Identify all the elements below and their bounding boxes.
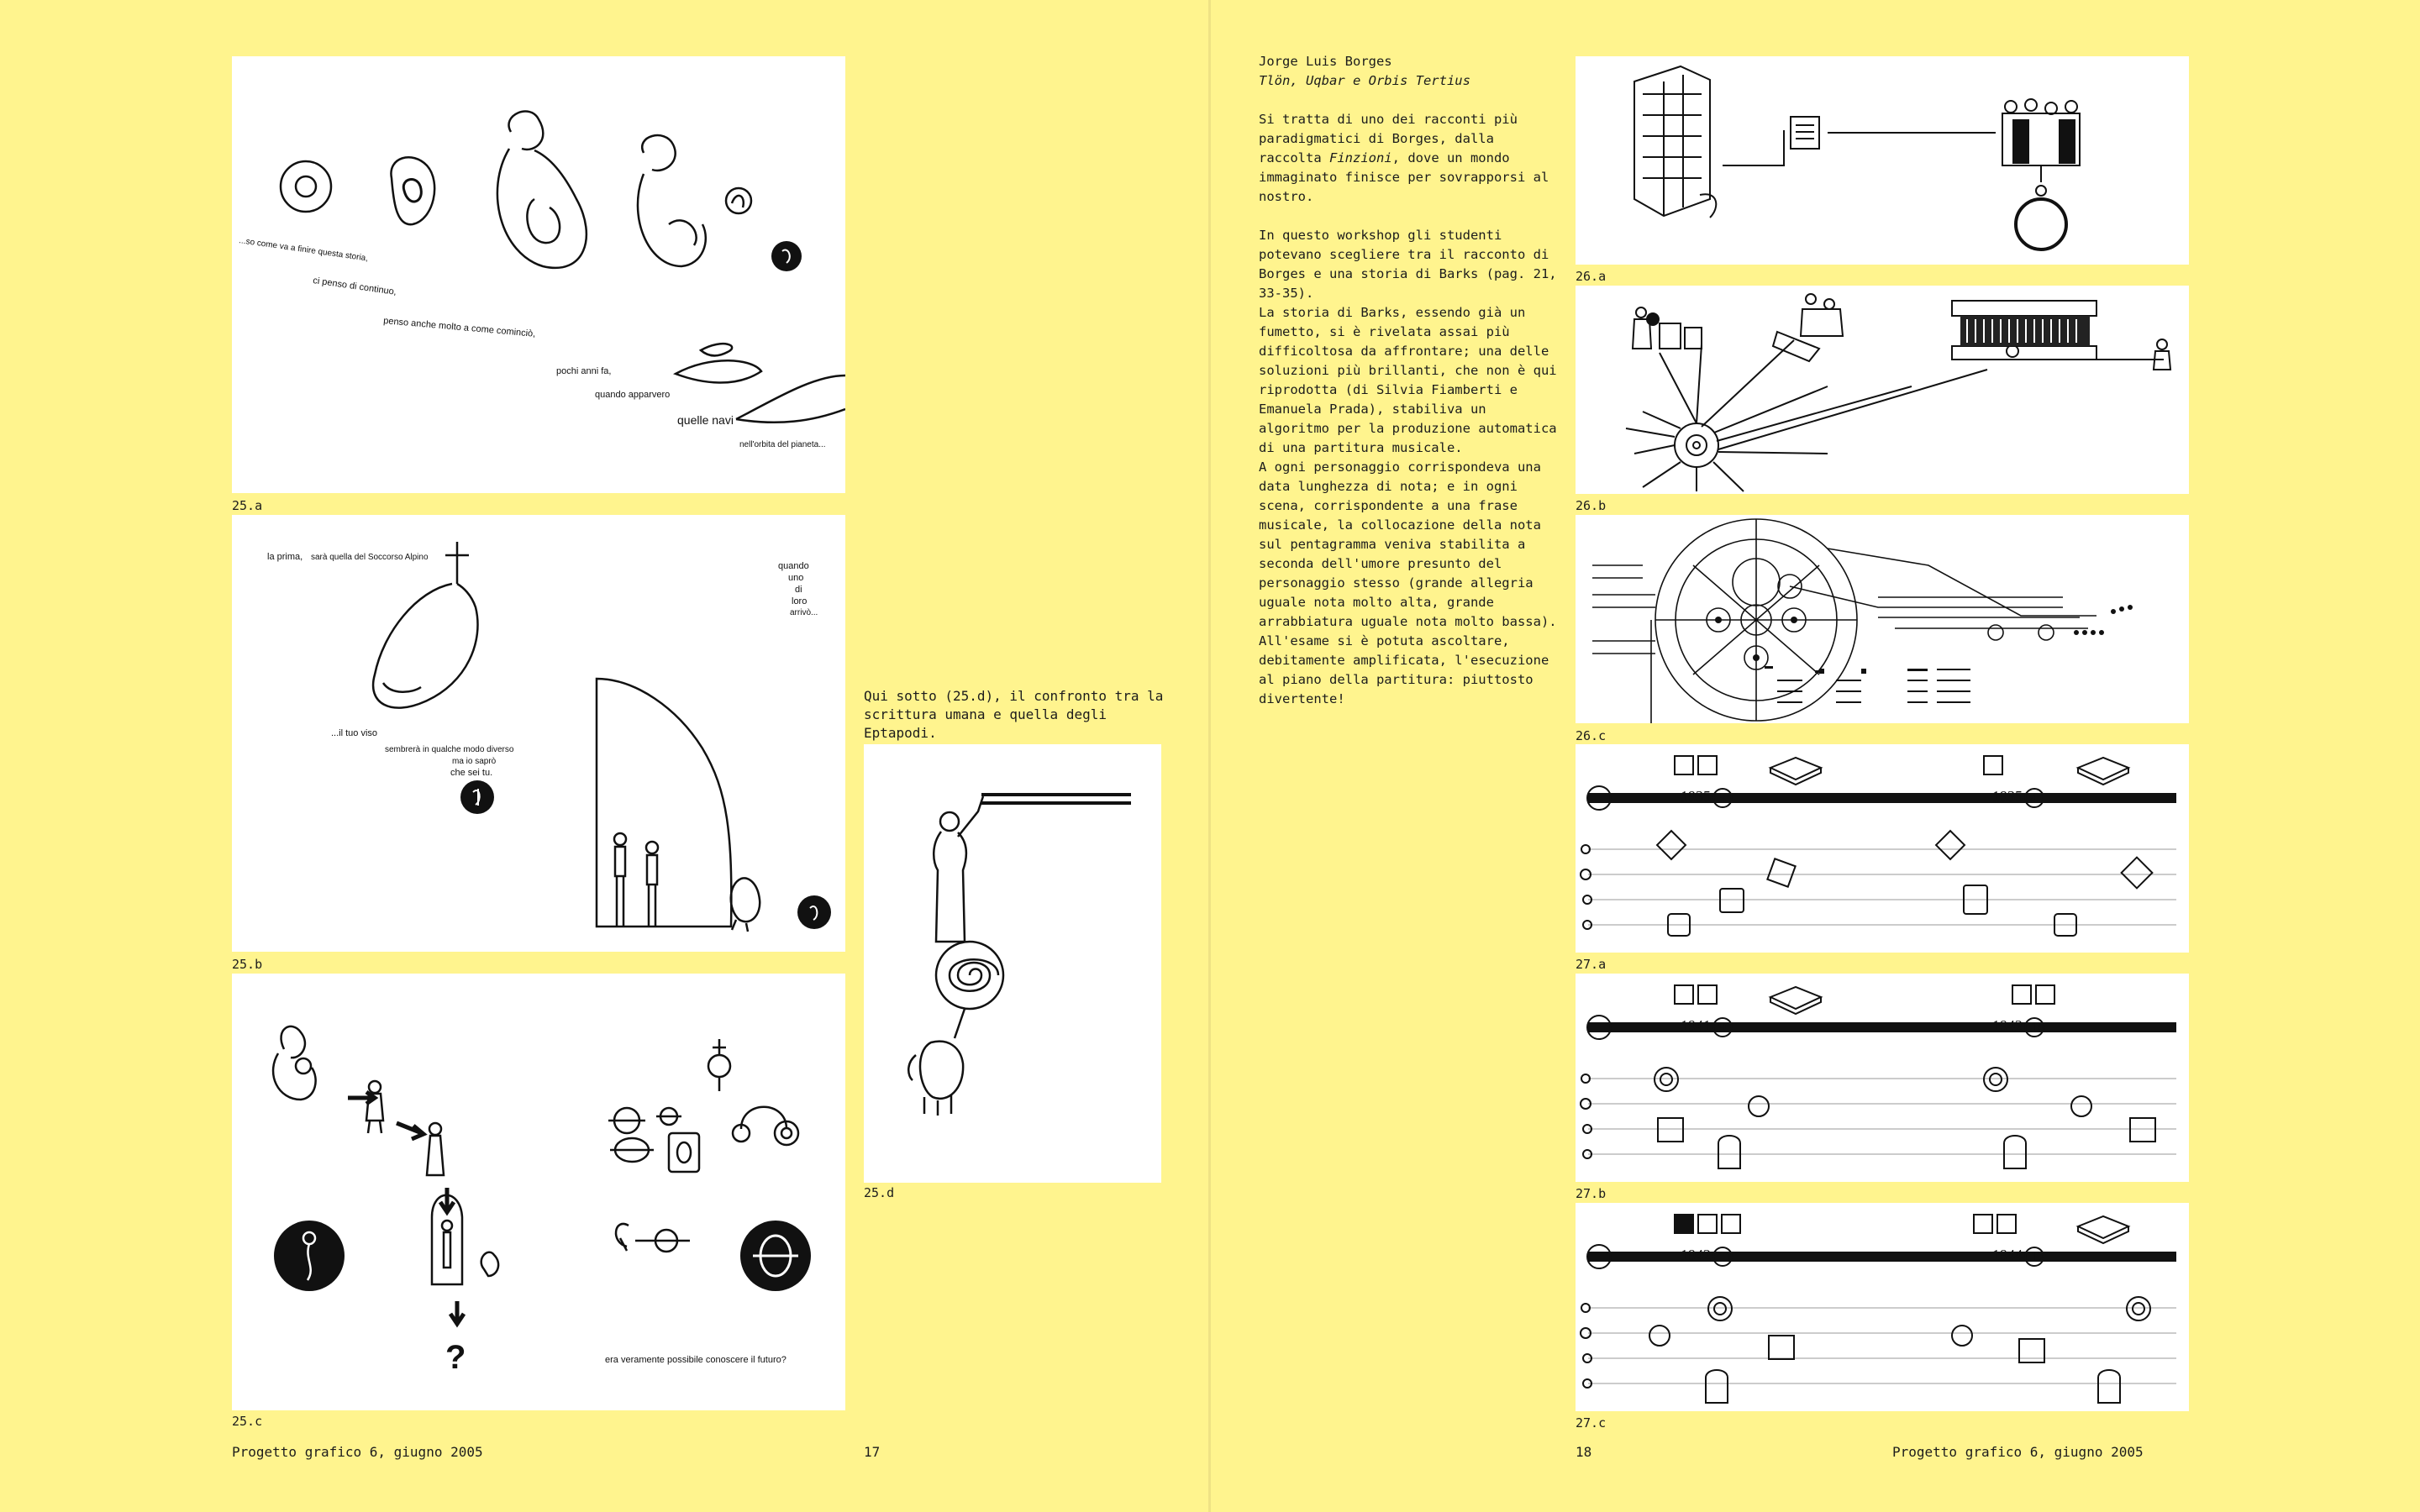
year-27c-2: 1944 (1992, 1247, 2023, 1263)
figure-25b-drawing: la prima, sarà quella del Soccorso Alpin… (267, 542, 831, 932)
text-25b-q4: loro (792, 596, 807, 606)
caption-27b: 27.b (1576, 1186, 1607, 1201)
text-25b-q1: quando (778, 561, 809, 571)
article-author: Jorge Luis Borges (1259, 54, 1392, 69)
text-25a-7: nell'orbita del pianeta... (739, 440, 826, 449)
figure-26b (1576, 286, 2189, 494)
footer-right-page: 18 (1576, 1444, 1592, 1460)
figure-25a-drawing: ...so come va a finire questa storia, ci… (239, 110, 845, 449)
text-25c-question: ? (445, 1339, 466, 1376)
caption-25a: 25.a (232, 498, 263, 513)
figure-27b: 1941 9 1942 10 (1576, 974, 2189, 1182)
figure-26a-drawing (1634, 65, 2081, 251)
year-27a-2: 1935 (1992, 788, 2023, 805)
footer-left-page: 17 (864, 1444, 881, 1460)
number-27a-1: 3 (1718, 790, 1726, 806)
text-25b-diverso: sembrerà in qualche modo diverso (385, 745, 514, 754)
text-25a-3: penso anche molto a come cominciò, (383, 316, 536, 339)
number-27c-1: 11 (1718, 1248, 1733, 1265)
text-25b-chesei: che sei tu. (450, 768, 492, 778)
figure-26c (1576, 515, 2189, 723)
figure-26c-drawing (1592, 518, 2133, 723)
figure-27a: 1935 3 1935 4 (1576, 744, 2189, 953)
text-25b-viso: ...il tuo viso (331, 728, 377, 738)
caption-25b: 25.b (232, 957, 263, 972)
page-gutter (1208, 0, 1211, 1512)
figure-25d-drawing (908, 793, 1131, 1116)
text-25a-1: ...so come va a finire questa storia, (239, 236, 369, 263)
article-paragraph-1: Si tratta di uno dei racconti più paradi… (1259, 112, 1549, 204)
caption-25c: 25.c (232, 1414, 263, 1429)
footer-right-title: Progetto grafico 6, giugno 2005 (1892, 1444, 2144, 1460)
year-27a-1: 1935 (1681, 788, 1711, 805)
text-25b-sapro: ma io saprò (452, 757, 497, 766)
article-body: In questo workshop gli studenti potevano… (1259, 226, 1561, 709)
article-heading: Jorge Luis Borges Tlön, Uqbar e Orbis Te… (1259, 52, 1561, 91)
article-borges: Jorge Luis Borges Tlön, Uqbar e Orbis Te… (1259, 52, 1561, 709)
number-27a-2: 4 (2030, 790, 2038, 806)
year-27c-1: 1942 (1681, 1247, 1711, 1263)
text-25b-q5: arrivò... (790, 608, 818, 617)
timeline-27a-labels: 1935 3 1935 4 (1681, 788, 2038, 806)
figure-27c-drawing: 1942 11 1944 12 (1580, 1214, 2176, 1404)
figure-27b-drawing: 1941 9 1942 10 (1580, 984, 2176, 1169)
article-paragraph-3: La storia di Barks, essendo già un fumet… (1259, 305, 1557, 455)
figure-26a (1576, 56, 2189, 265)
text-25b-prima-b: sarà quella del Soccorso Alpino (311, 553, 429, 562)
figure-26b-drawing (1625, 293, 2172, 492)
text-25c-futuro: era veramente possibile conoscere il fut… (605, 1355, 786, 1365)
text-25a-6: quelle navi (677, 413, 734, 427)
figure-25d (864, 744, 1161, 1183)
figure-25a: ...so come va a finire questa storia, ci… (232, 56, 845, 493)
text-25b-prima-a: la prima, (267, 552, 302, 562)
figure-25b: la prima, sarà quella del Soccorso Alpin… (232, 515, 845, 952)
note-25d: Qui sotto (25.d), il confronto tra la sc… (864, 688, 1164, 741)
timeline-27c-labels: 1942 11 1944 12 (1681, 1247, 2045, 1265)
figure-25c: ? era veramente possibile conoscere il f… (232, 974, 845, 1410)
figure-27c: 1942 11 1944 12 (1576, 1203, 2189, 1411)
article-paragraph-5: All'esame si è potuta ascoltare, debitam… (1259, 633, 1549, 706)
year-27b-1: 1941 (1681, 1017, 1711, 1034)
figure-25c-drawing: ? era veramente possibile conoscere il f… (271, 1025, 811, 1376)
text-25a-5: quando apparvero (595, 390, 670, 400)
number-27c-2: 12 (2030, 1248, 2045, 1265)
caption-26b: 26.b (1576, 498, 1607, 513)
year-27b-2: 1942 (1992, 1017, 2023, 1034)
text-25a-4: pochi anni fa, (556, 366, 611, 376)
number-27b-1: 9 (1718, 1019, 1726, 1036)
article-paragraph-4: A ogni personaggio corrispondeva una dat… (1259, 459, 1557, 629)
number-27b-2: 10 (2030, 1019, 2045, 1036)
footer-left-title: Progetto grafico 6, giugno 2005 (232, 1444, 483, 1460)
figure-27a-drawing: 1935 3 1935 4 (1580, 755, 2176, 937)
text-25b-q2: uno (788, 573, 803, 583)
caption-26a: 26.a (1576, 269, 1607, 284)
caption-27c: 27.c (1576, 1415, 1607, 1431)
article-title: Tlön, Uqbar e Orbis Tertius (1259, 73, 1470, 88)
timeline-27b-labels: 1941 9 1942 10 (1681, 1017, 2045, 1036)
text-25b-q3: di (795, 585, 802, 595)
caption-26c: 26.c (1576, 728, 1607, 743)
text-25a-2: ci penso di continuo, (313, 276, 397, 297)
article-paragraph-2: In questo workshop gli studenti potevano… (1259, 228, 1557, 301)
caption-27a: 27.a (1576, 957, 1607, 972)
caption-25d: 25.d (864, 1185, 895, 1200)
